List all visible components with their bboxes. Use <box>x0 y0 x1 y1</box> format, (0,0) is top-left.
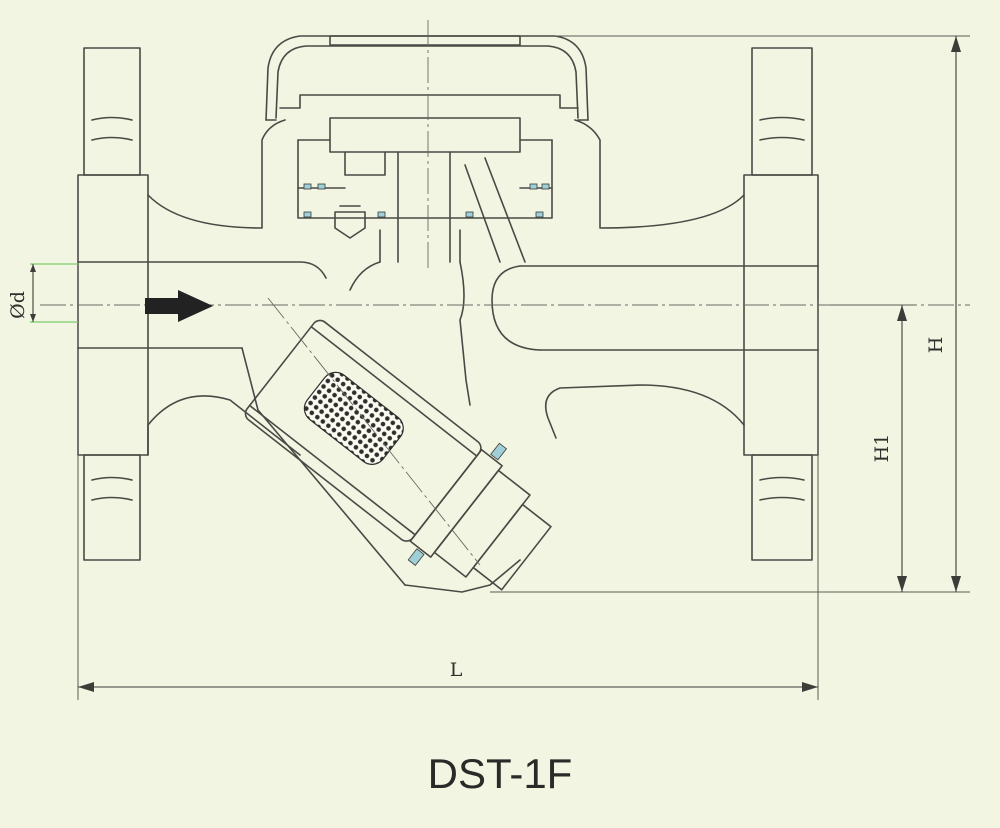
diameter-label: Ød <box>7 291 29 319</box>
height-dimension <box>951 36 961 592</box>
height1-label: H1 <box>871 434 893 463</box>
valve-body <box>77 119 970 593</box>
height-label: H <box>925 337 947 354</box>
length-dimension <box>78 682 818 692</box>
length-label: L <box>450 659 463 681</box>
left-flange <box>77 47 149 700</box>
model-title: DST-1F <box>428 750 573 797</box>
bonnet-cap <box>265 35 970 263</box>
strainer-screen <box>303 371 404 465</box>
flow-direction-arrow <box>145 290 213 322</box>
height1-dimension <box>830 304 915 592</box>
strainer-assembly <box>244 319 552 591</box>
bonnet-gaskets <box>303 183 550 218</box>
diameter-dimension <box>30 263 78 323</box>
right-flange <box>743 47 819 700</box>
